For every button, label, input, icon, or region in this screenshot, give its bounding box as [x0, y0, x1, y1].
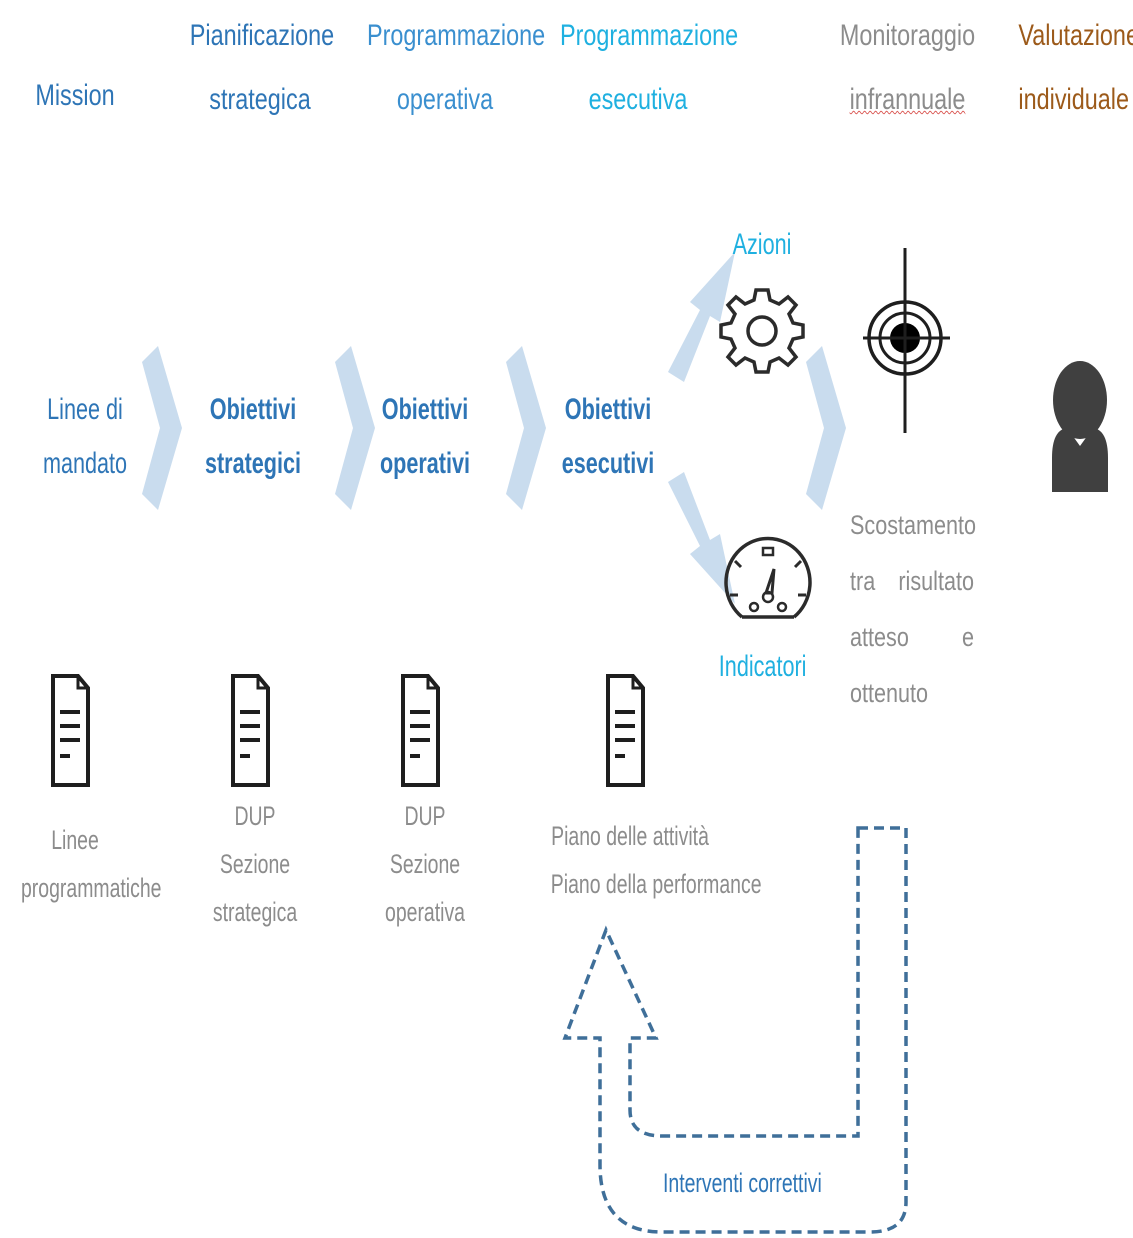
flow-arrow-4: [806, 346, 846, 510]
feedback-arrow: [562, 826, 908, 1234]
document-icon-4: [606, 674, 645, 787]
doc-caption-dup-strategic: DUP Sezione strategica: [212, 801, 298, 927]
arrow-to-indicators: [668, 472, 735, 604]
target-icon: [863, 248, 950, 433]
actions-label: Azioni: [732, 228, 792, 261]
gear-icon: [719, 288, 805, 374]
document-icon-2: [231, 674, 270, 787]
header-strategic-planning: Pianificazione strategica: [189, 19, 335, 116]
header-evaluation: Valutazione individuale: [1018, 19, 1133, 116]
header-mission: Mission: [35, 79, 115, 112]
flow-arrow-3: [506, 346, 546, 510]
operational-objectives: Obiettivi operativi: [379, 393, 471, 480]
person-icon: [1052, 361, 1108, 492]
header-operational-programming: Programmazione operativa: [367, 19, 546, 116]
header-monitoring: Monitoraggio infrannuale: [839, 19, 976, 116]
doc-caption-programmatic: Linee programmatiche: [20, 825, 162, 903]
strategic-objectives: Obiettivi strategici: [204, 393, 302, 480]
speedometer-icon: [724, 536, 812, 619]
mandate-lines: Linee di mandato: [42, 393, 128, 480]
document-icon-3: [401, 674, 440, 787]
doc-caption-plans: Piano delle attività Piano della perform…: [550, 821, 762, 899]
arrow-to-actions: [668, 252, 735, 382]
indicators-label: Indicatori: [718, 650, 807, 683]
corrective-actions-label: Interventi correttivi: [663, 1168, 822, 1198]
document-icon-1: [51, 674, 90, 787]
header-executive-programming: Programmazione esecutiva: [560, 19, 739, 116]
flow-arrow-2: [335, 346, 375, 510]
executive-objectives: Obiettivi esecutivi: [561, 393, 655, 480]
doc-caption-dup-operational: DUP Sezione operativa: [385, 801, 465, 927]
flow-arrow-1: [142, 346, 182, 510]
